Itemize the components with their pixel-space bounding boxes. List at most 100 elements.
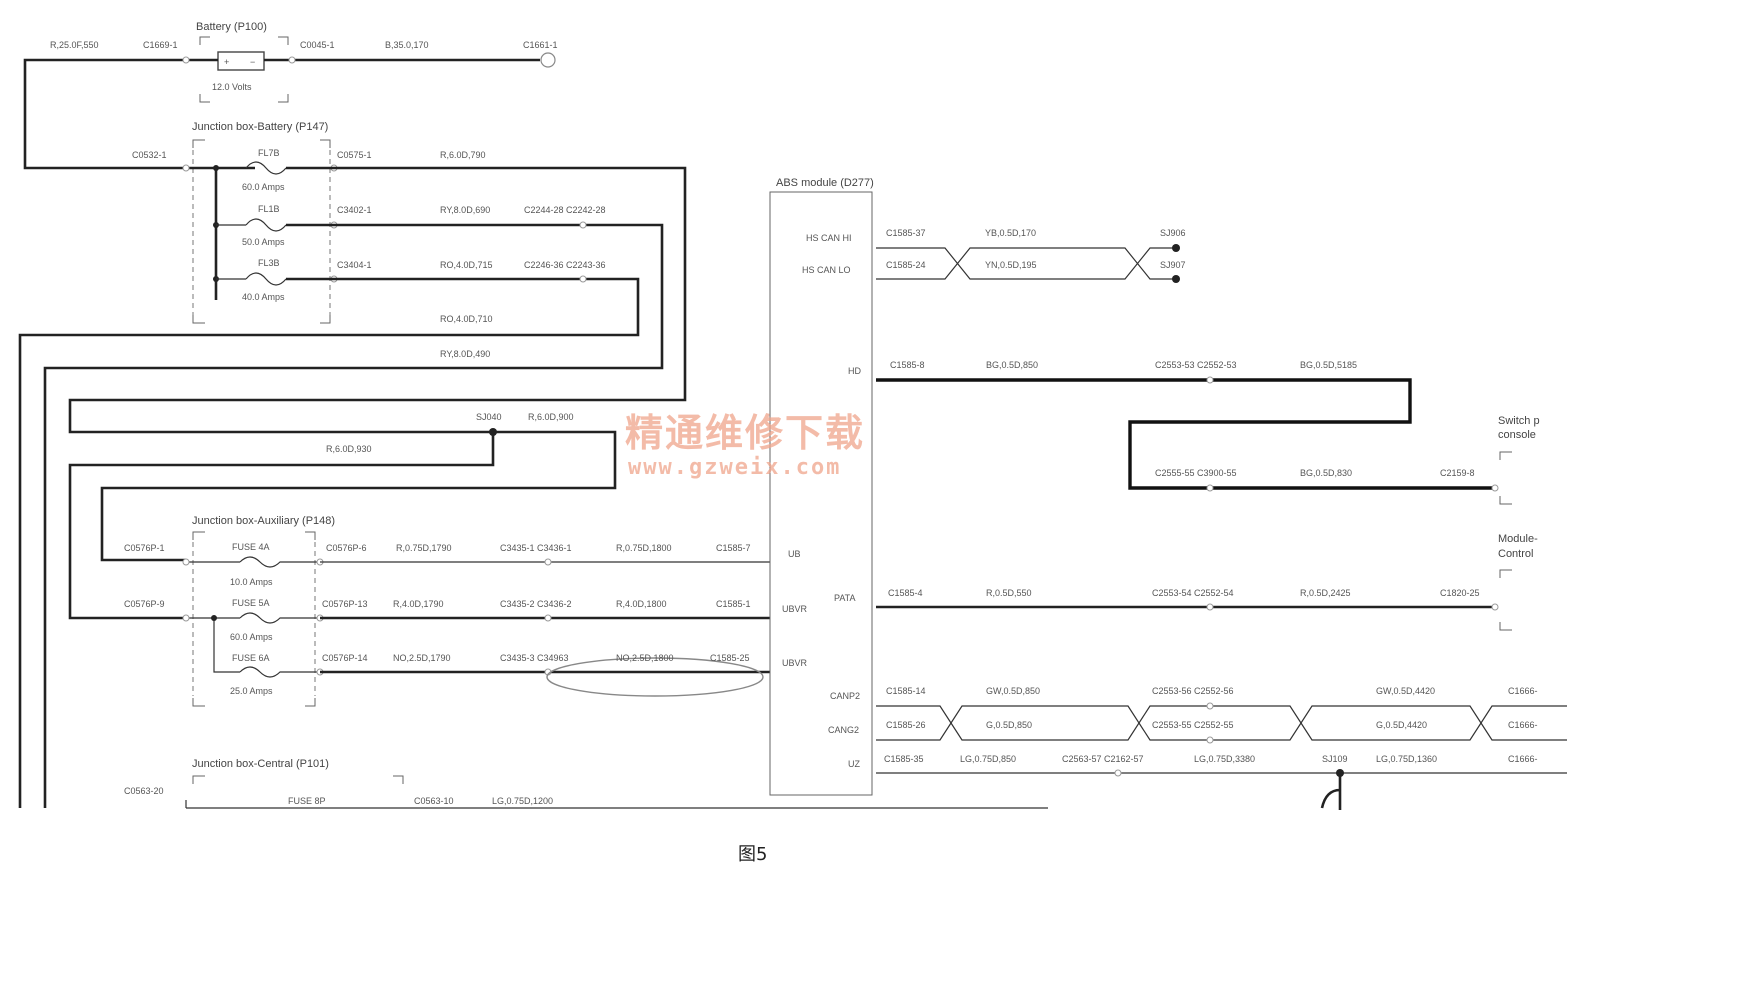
wire-label: YB,0.5D,170 [985,228,1036,238]
uz-wire-group: C1585-35 LG,0.75D,850 C2563-57 C2162-57 … [876,754,1567,810]
wire-label: NO,2.5D,1790 [393,653,451,663]
connector-label: C3404-1 [337,260,372,270]
pin-label: CANG2 [828,725,859,735]
wire-lg-central [185,800,1048,809]
wire-label: RO,4.0D,710 [440,314,493,324]
connector-label: C1585-26 [886,720,926,730]
fuse-icon [213,618,320,678]
wire-ro4-715 [18,277,640,808]
wire-label: R,0.75D,1790 [396,543,452,553]
junction-box-battery: Junction box-Battery (P147) C0532-1 FL7B… [132,121,606,359]
jb-central-bracket [192,775,404,784]
abs-module-box [769,191,873,796]
connector-pin [1206,376,1214,384]
wire-label: RO,4.0D,715 [440,260,493,270]
wire-label: LG,0.75D,1360 [1376,754,1437,764]
connector-label: C1585-37 [886,228,926,238]
connector-label: C0563-20 [124,786,164,796]
wire-label: R,0.5D,2425 [1300,588,1351,598]
junction-box-central: Junction box-Central (P101) C0563-20 FUS… [124,758,1048,809]
abs-module-title: ABS module (D277) [776,177,874,189]
connector-label: C3435-2 C3436-2 [500,599,572,609]
connector-label: C1669-1 [143,40,178,50]
connector-label: C1585-25 [710,653,750,663]
fuse-fl1b: FL1B 50.0 Amps [216,204,287,247]
fuse-name: FUSE 5A [232,598,270,608]
pin-label: UB [788,549,801,559]
wire-label: R,25.0F,550 [50,40,99,50]
wire-label: YN,0.5D,195 [985,260,1037,270]
wiring-diagram: Battery (P100) + − 12.0 Volts R,25.0F,55… [18,21,1567,865]
wire-label: BG,0.5D,5185 [1300,360,1357,370]
connector-label: C0045-1 [300,40,335,50]
figure-caption: 图5 [738,844,767,865]
fuse-6a: FUSE 6A 25.0 Amps [213,618,320,696]
wire-label: R,4.0D,1790 [393,599,444,609]
fuse-4a: FUSE 4A 10.0 Amps [186,542,320,587]
connector-pin [1491,484,1499,492]
connector-label: C1585-8 [890,360,925,370]
wire-label: LG,0.75D,3380 [1194,754,1255,764]
wire-label: R,6.0D,930 [326,444,372,454]
connector-pin [182,558,190,566]
pin-label: PATA [834,593,856,603]
connector-label: C1820-25 [1440,588,1480,598]
connector-pin [1114,769,1122,777]
can2-pair: C1585-14 C1585-26 GW,0.5D,850 G,0.5D,850… [876,686,1567,744]
connector-label: C0575-1 [337,150,372,160]
connector-pin [579,275,587,283]
pin-label: CANP2 [830,691,860,701]
wire-label: BG,0.5D,850 [986,360,1038,370]
module-control-bracket [1499,569,1512,631]
connector-label: SJ040 [476,412,502,422]
connector-pin [1206,736,1214,744]
fuse-fl7b: FL7B 60.0 Amps [242,148,287,192]
watermark-url: www.gzweix.com [628,455,841,480]
splice-dot [1172,275,1180,283]
connector-label: C1585-35 [884,754,924,764]
module-control-title-2: Control [1498,548,1533,560]
connector-label: C1666- [1508,686,1538,696]
jb-central-title: Junction box-Central (P101) [192,758,329,770]
wire-can-lo [876,247,1176,280]
fuse-icon [186,556,320,568]
connector-label: C2553-55 C2552-55 [1152,720,1234,730]
fuse-name: FL3B [258,258,280,268]
splice-dot [213,165,219,171]
fuse-icon [245,161,287,175]
connector-pin [544,558,552,566]
connector-label: C1666- [1508,720,1538,730]
connector-label: C0576P-13 [322,599,368,609]
connector-label: C3435-1 C3436-1 [500,543,572,553]
fuse-rating: 60.0 Amps [230,632,273,642]
fuse-rating: 60.0 Amps [242,182,285,192]
splice-dot [1336,769,1344,777]
wire-label: LG,0.75D,850 [960,754,1016,764]
connector-label: C3435-3 C34963 [500,653,569,663]
fuse-name: FL1B [258,204,280,214]
pata-wire-group: C1585-4 R,0.5D,550 C2553-54 C2552-54 R,0… [876,588,1495,611]
connector-label: C2159-8 [1440,468,1475,478]
splice-dot [1172,244,1180,252]
wire-label: B,35.0,170 [385,40,429,50]
jb-battery-bracket [192,139,331,324]
connector-label: C0576P-6 [326,543,367,553]
junction-box-auxiliary: Junction box-Auxiliary (P148) C0576P-1 C… [124,515,335,707]
jb-auxiliary-bracket [192,531,316,707]
connector-pin [579,221,587,229]
fuse-5a: FUSE 5A 60.0 Amps [186,598,320,642]
connector-label: SJ109 [1322,754,1348,764]
battery-minus: − [250,57,255,67]
battery-volts: 12.0 Volts [212,82,252,92]
pin-label: HS CAN LO [802,265,851,275]
connector-pin [182,614,190,622]
connector-label: C0532-1 [132,150,167,160]
connector-pin [1491,603,1499,611]
module-control: Module- Control [1491,533,1538,631]
jb-battery-outline [192,150,331,315]
connector-label: C1585-24 [886,260,926,270]
connector-label: C2563-57 C2162-57 [1062,754,1144,764]
connector-label: SJ907 [1160,260,1186,270]
connector-pin [182,164,190,172]
pin-label: HD [848,366,861,376]
